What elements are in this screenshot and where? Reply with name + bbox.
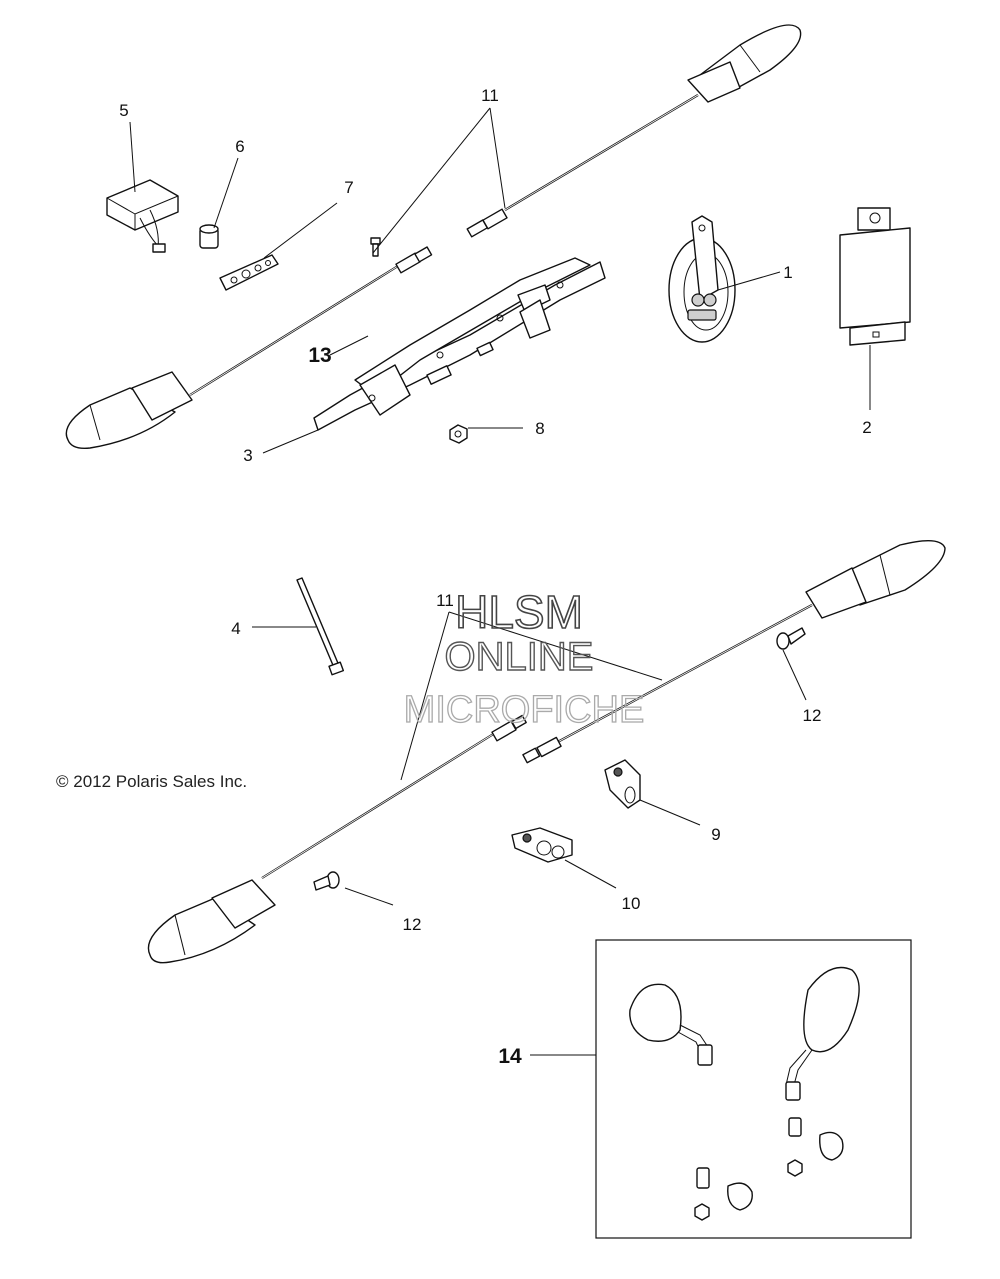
bushing-6 [199, 224, 219, 249]
callout-6: 6 [235, 137, 244, 156]
mount-10 [511, 827, 573, 863]
callout-9: 9 [711, 825, 720, 844]
callout-5: 5 [119, 101, 128, 120]
callout-11-lower: 11 [436, 591, 454, 610]
callout-2: 2 [862, 418, 871, 437]
callout-13: 13 [308, 344, 331, 367]
watermark-line-3: MICROFICHE [404, 689, 645, 731]
callout-12-lower: 12 [403, 915, 422, 934]
callout-3: 3 [243, 446, 252, 465]
cable-tie [296, 577, 345, 676]
callout-1: 1 [783, 263, 792, 282]
watermark-line-1: HLSM [455, 586, 583, 638]
turn-signal-upper-right [466, 24, 802, 238]
turn-signal-lower-left [147, 714, 527, 964]
horn [668, 215, 736, 343]
copyright-notice: © 2012 Polaris Sales Inc. [56, 772, 247, 791]
watermark-line-2: ONLINE [445, 635, 594, 679]
callout-11-upper: 11 [481, 86, 499, 105]
leader-lines [129, 107, 871, 1056]
screw-12-upper [776, 627, 806, 650]
screw-13 [370, 237, 381, 257]
turn-signal-upper-left [65, 246, 433, 450]
mirror-kit-box [595, 939, 912, 1239]
mount-9 [604, 759, 641, 809]
nut-8 [449, 424, 468, 444]
mount-plate-7 [219, 254, 279, 291]
relay-module [839, 207, 911, 346]
callout-7: 7 [344, 178, 353, 197]
license-bracket [313, 257, 606, 431]
callout-4: 4 [231, 619, 240, 638]
callout-10: 10 [622, 894, 641, 913]
screw-12-lower [313, 871, 340, 891]
callout-14: 14 [498, 1045, 522, 1068]
callout-8: 8 [535, 419, 544, 438]
flasher-relay [106, 179, 179, 253]
callout-12-upper: 12 [803, 706, 822, 725]
turn-signal-lower-right [522, 540, 946, 764]
